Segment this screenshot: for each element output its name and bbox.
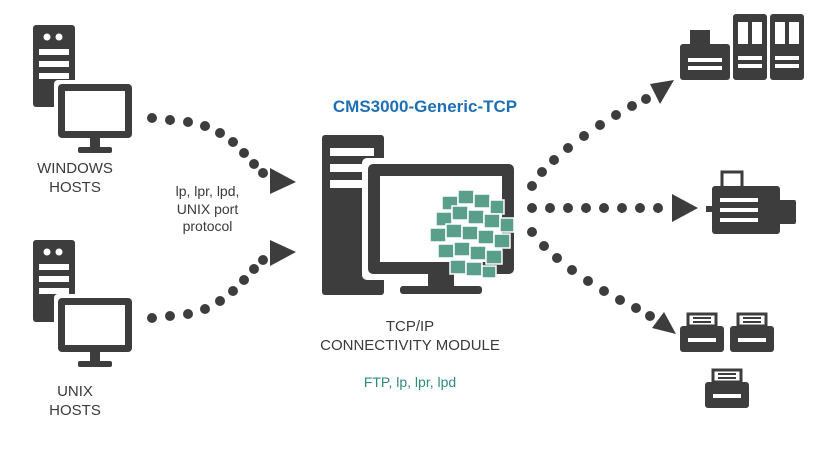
module-to-desktop-printers-arrow [527, 227, 676, 334]
connectivity-module-label: TCP/IP CONNECTIVITY MODULE [320, 318, 500, 354]
windows-host-monitor-icon [54, 80, 134, 153]
data-cubes-icon [429, 189, 515, 279]
unix-to-module-arrow [147, 240, 296, 323]
module-to-office-printer-arrow [527, 194, 698, 222]
product-title: CMS3000-Generic-TCP [332, 97, 518, 116]
office-printer-icon [706, 170, 796, 234]
unix-hosts-label: UNIX HOSTS [49, 383, 101, 419]
unix-host-monitor-icon [54, 294, 134, 367]
module-protocols-label: FTP, lp, lpr, lpd [363, 374, 457, 390]
desktop-printer-icon [678, 312, 776, 410]
protocol-label: lp, lpr, lpd, UNIX port protocol [175, 183, 240, 234]
production-printer-icon [680, 14, 804, 80]
windows-to-module-arrow [147, 113, 296, 194]
windows-hosts-label: WINDOWS HOSTS [37, 160, 113, 196]
module-to-production-printers-arrow [527, 80, 674, 191]
